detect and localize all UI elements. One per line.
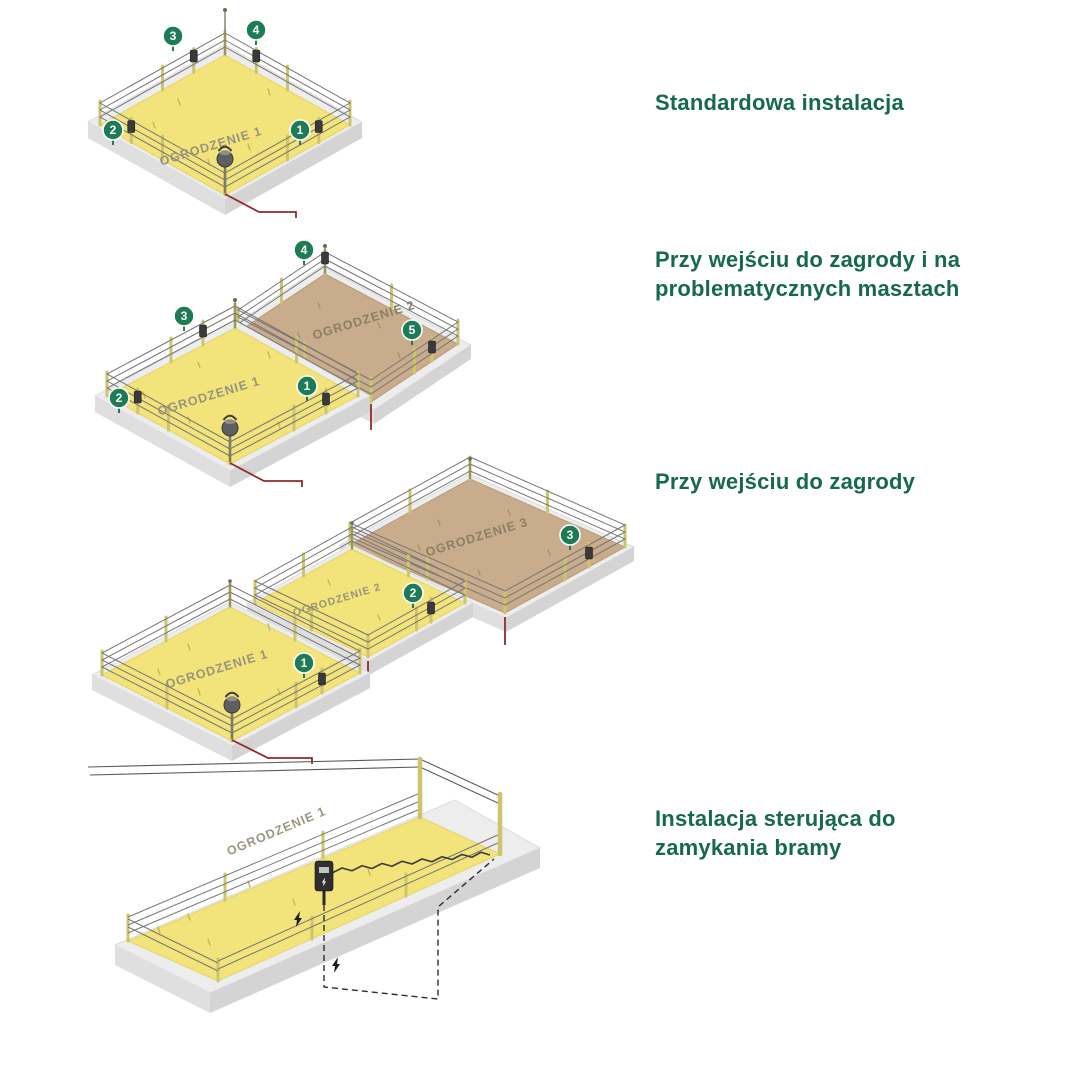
energizer-icon [216,145,234,193]
illustration-entrance-and-masts: OGRODZENIE 2 OGRODZENIE 1 4 [93,239,472,487]
marker-badge-4: 4 [245,19,267,45]
ground-wire-red [229,462,303,487]
section-title-gate-control: Instalacja sterująca do zamykania bramy [655,806,896,861]
fence-device [322,392,330,406]
antenna-rod [223,8,227,55]
grass-tufts [307,579,381,621]
grass-tufts [142,351,281,429]
marker-badge-1: 1 [293,652,315,678]
fence-device [252,49,261,63]
fence-device [133,390,142,404]
fence-wires [127,833,501,972]
illustration-gate-control: OGRODZENIE 1 [87,756,542,1013]
marker-badge-5: 5 [401,319,423,345]
svg-text:5: 5 [409,323,416,337]
ground-wire-red [231,739,313,764]
fence-device [428,340,436,354]
fence-device [127,120,136,133]
marker-badge-3: 3 [162,25,184,51]
grass-tufts [157,623,281,696]
marker-badge-1: 1 [296,375,318,401]
fence-wires [127,792,421,934]
svg-text:4: 4 [253,23,260,37]
fence-device [318,672,326,686]
fence-device [321,251,329,265]
antenna-rod [228,579,232,607]
energizer-icon [223,691,241,739]
marker-badge-2: 2 [108,387,130,413]
lightning-icon [294,911,302,927]
grass-tufts [417,509,551,576]
gate-spring [331,851,491,874]
marker-badge-1: 1 [289,119,311,145]
energizer-icon [221,414,239,462]
svg-text:1: 1 [297,123,304,137]
svg-text:4: 4 [301,243,308,257]
svg-text:3: 3 [181,309,188,323]
section-title-standard: Standardowa instalacja [655,90,904,115]
section-title-entrance: Przy wejściu do zagrody [655,469,916,494]
control-cable-dashed [323,858,495,1000]
fence-wires [253,526,467,650]
ground-wire-red [224,193,297,218]
fence-device [427,601,435,615]
marker-badge-2: 2 [102,119,124,145]
fence-device [314,120,323,133]
antenna-rod [233,298,237,328]
lightning-icon [332,957,340,973]
svg-text:2: 2 [116,391,123,405]
fence-wires [237,251,459,395]
section-title-entrance-and-masts: Przy wejściu do zagrody i na problematyc… [655,247,961,302]
grass-tufts [157,868,371,946]
fence-device [585,546,593,560]
marker-badge-4: 4 [293,239,315,265]
illustration-standard: OGRODZENIE 1 3 4 2 1 [86,8,364,218]
svg-text:2: 2 [110,123,117,137]
marker-badge-2: 2 [402,582,424,608]
antenna-rod [350,521,354,549]
grass-tufts [297,302,401,359]
fence-device [189,49,198,63]
gate-controller-device [314,860,334,905]
svg-text:2: 2 [410,586,417,600]
fence-label: OGRODZENIE 1 [225,804,328,858]
illustration-entrance: OGRODZENIE 3 OGRODZENIE 2 [90,455,636,764]
antenna-rod [468,457,472,479]
svg-text:3: 3 [170,29,177,43]
svg-text:1: 1 [304,379,311,393]
fence-device [199,324,207,338]
high-wires [87,758,501,805]
marker-badge-3: 3 [173,305,195,331]
svg-text:1: 1 [301,656,308,670]
svg-text:3: 3 [567,528,574,542]
fence-wires [348,456,627,606]
marker-badge-3: 3 [559,524,581,550]
